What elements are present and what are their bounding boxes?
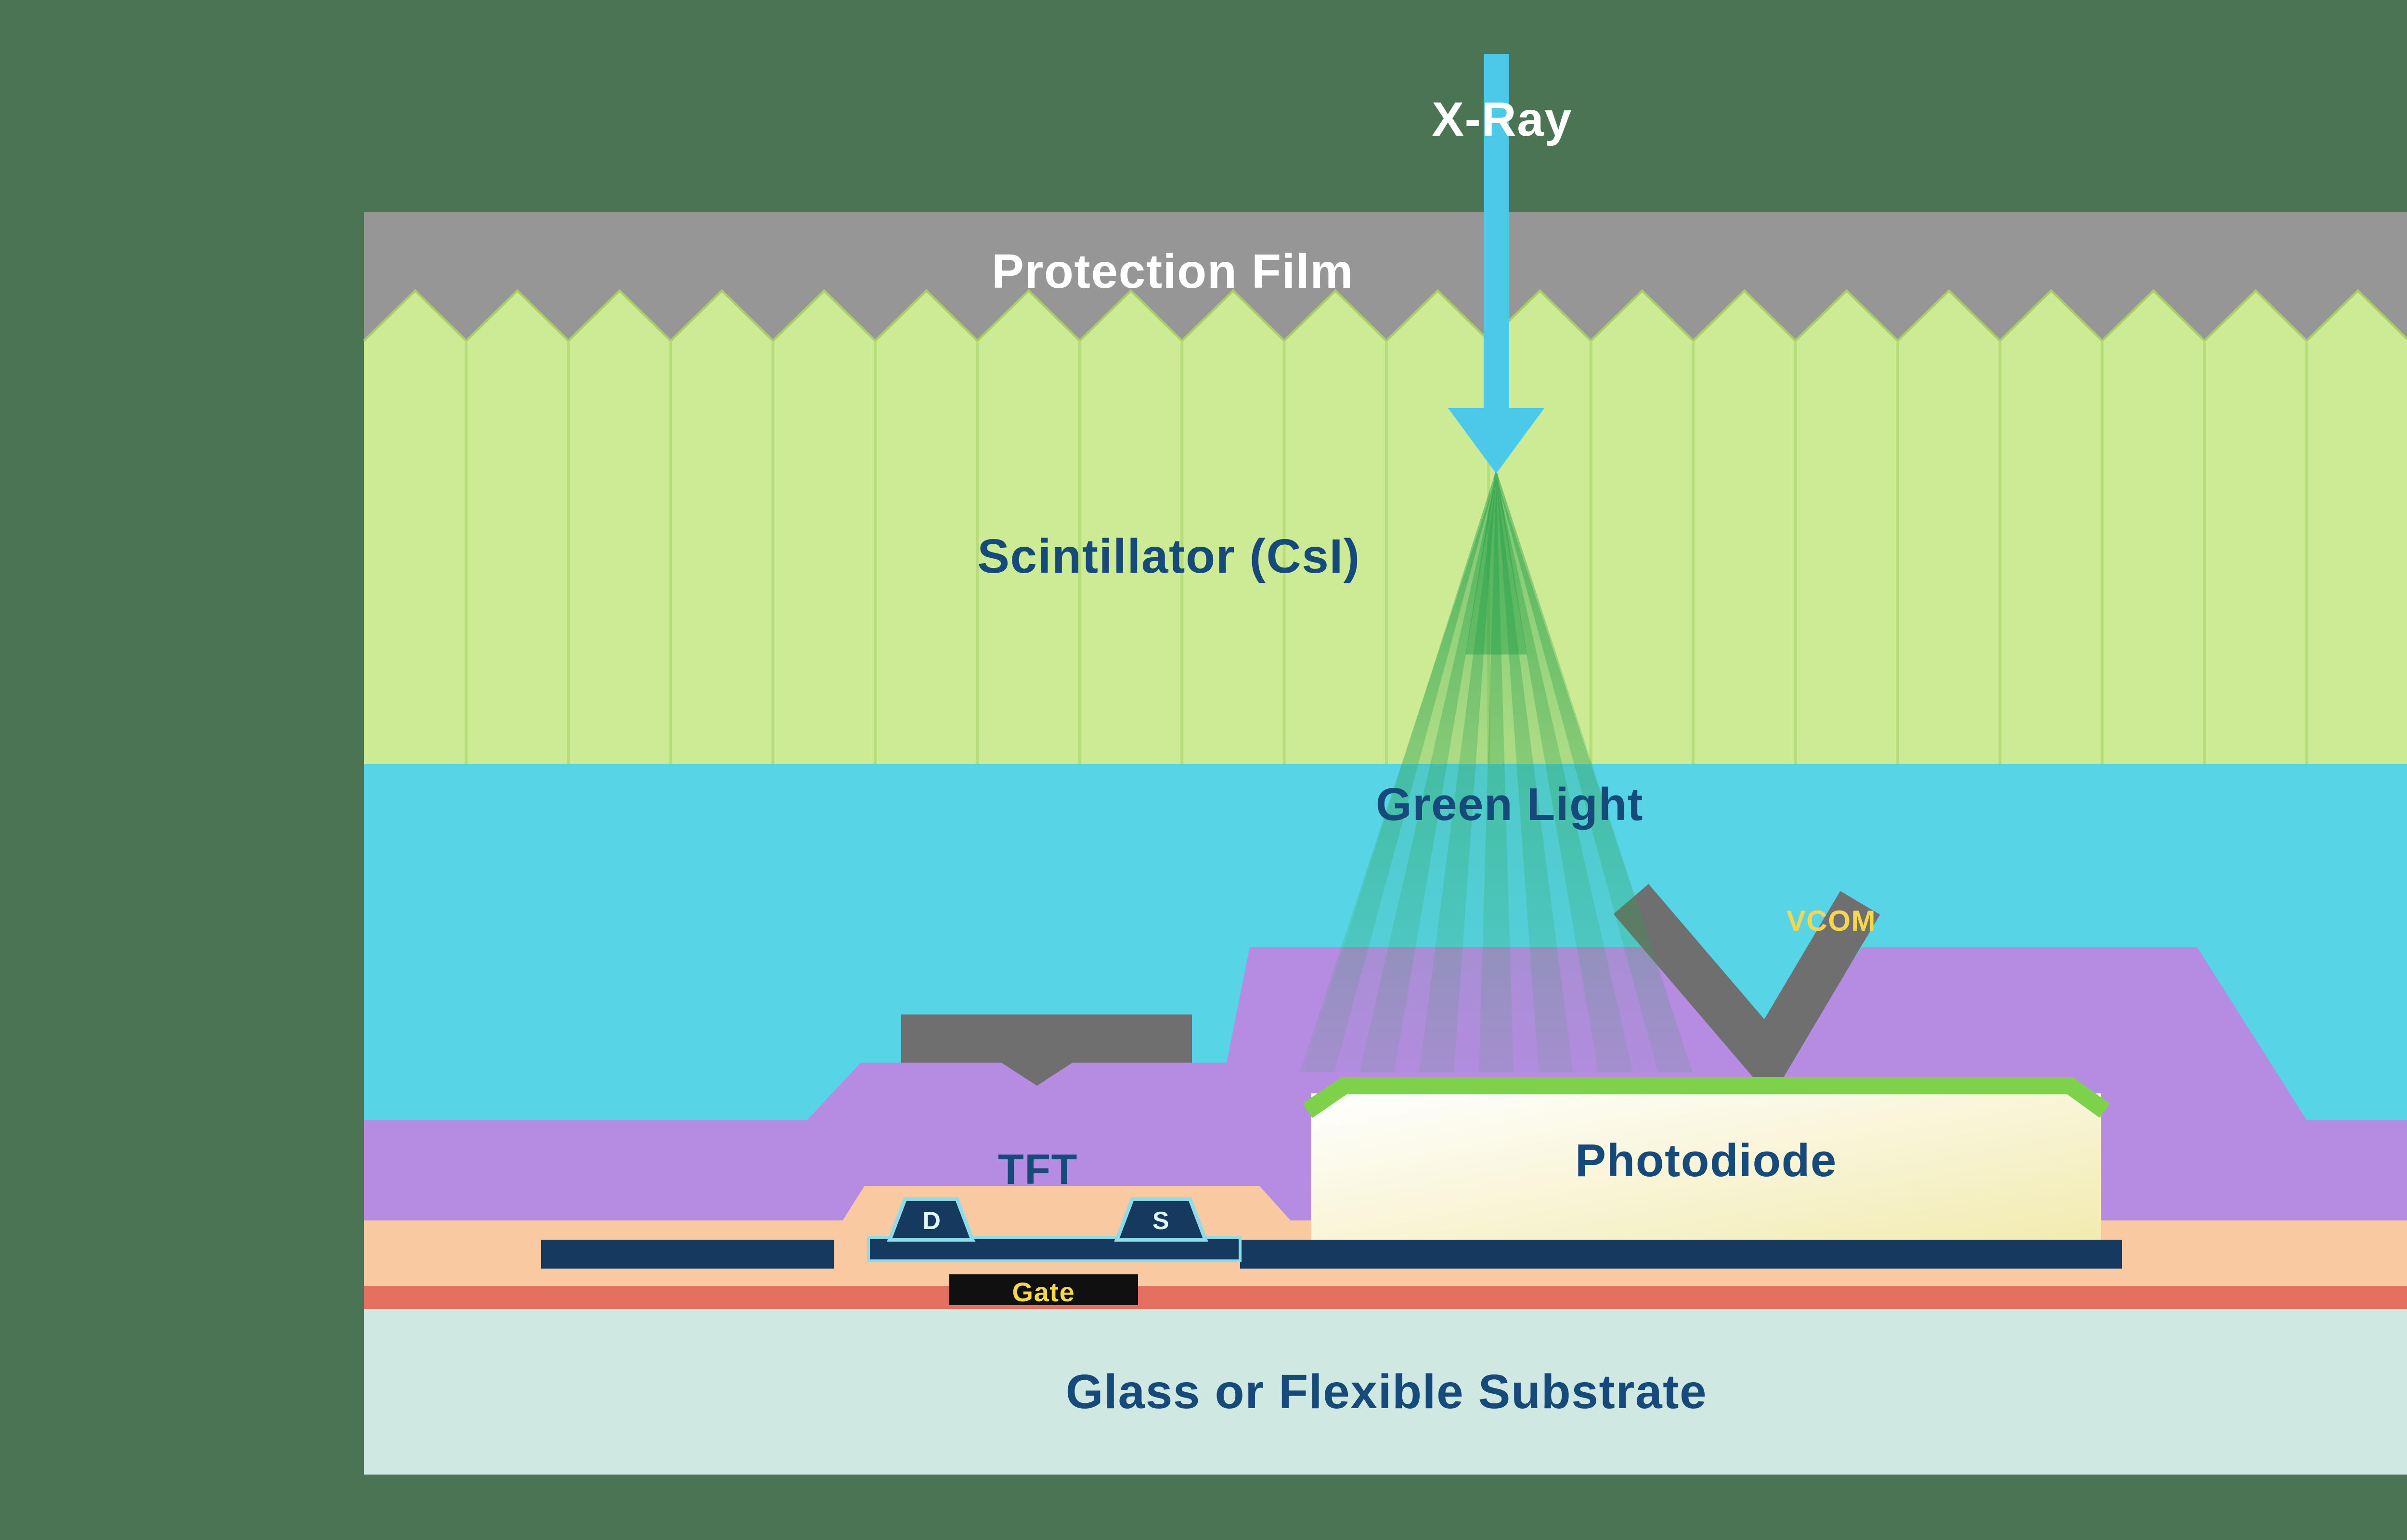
vcom-label: VCOM: [1786, 906, 1876, 938]
photodiode-top-electrode: [1302, 1077, 2110, 1118]
protection-film-label: Protection Film: [992, 245, 1354, 299]
substrate-layer: [364, 1309, 2407, 1475]
scintillator-layer: [363, 289, 2407, 764]
tft-source-electrode: [1114, 1197, 1208, 1242]
xray-arrow-icon: [1448, 54, 1544, 474]
tft-label: TFT: [997, 1145, 1078, 1194]
photodiode-body: [1311, 1093, 2101, 1240]
tft-structure: [867, 1197, 1242, 1262]
metal-line-left: [541, 1240, 834, 1269]
substrate-label: Glass or Flexible Substrate: [1065, 1366, 1708, 1420]
gray-electrode-bar: [901, 1014, 1192, 1086]
green-light-label: Green Light: [1375, 780, 1644, 832]
protection-film-layer: [364, 212, 2407, 341]
scintillator-label: Scintillator (CsI): [977, 530, 1360, 584]
green-light-cone: [1300, 466, 1693, 1072]
vcom-electrode: [1613, 884, 1880, 1099]
drain-label: D: [922, 1206, 942, 1235]
gate-electrode: [949, 1274, 1138, 1305]
photodiode-label: Photodiode: [1575, 1136, 1837, 1188]
coral-layer: [364, 1286, 2407, 1309]
tft-drain-electrode: [887, 1197, 975, 1242]
gate-label: Gate: [1012, 1276, 1075, 1307]
detector-panel: [363, 212, 2407, 1475]
source-label: S: [1152, 1206, 1170, 1235]
xray-label: X-Ray: [1432, 93, 1572, 147]
metal-line-right: [1240, 1240, 2122, 1269]
photodiode-structure: [1302, 1077, 2110, 1240]
